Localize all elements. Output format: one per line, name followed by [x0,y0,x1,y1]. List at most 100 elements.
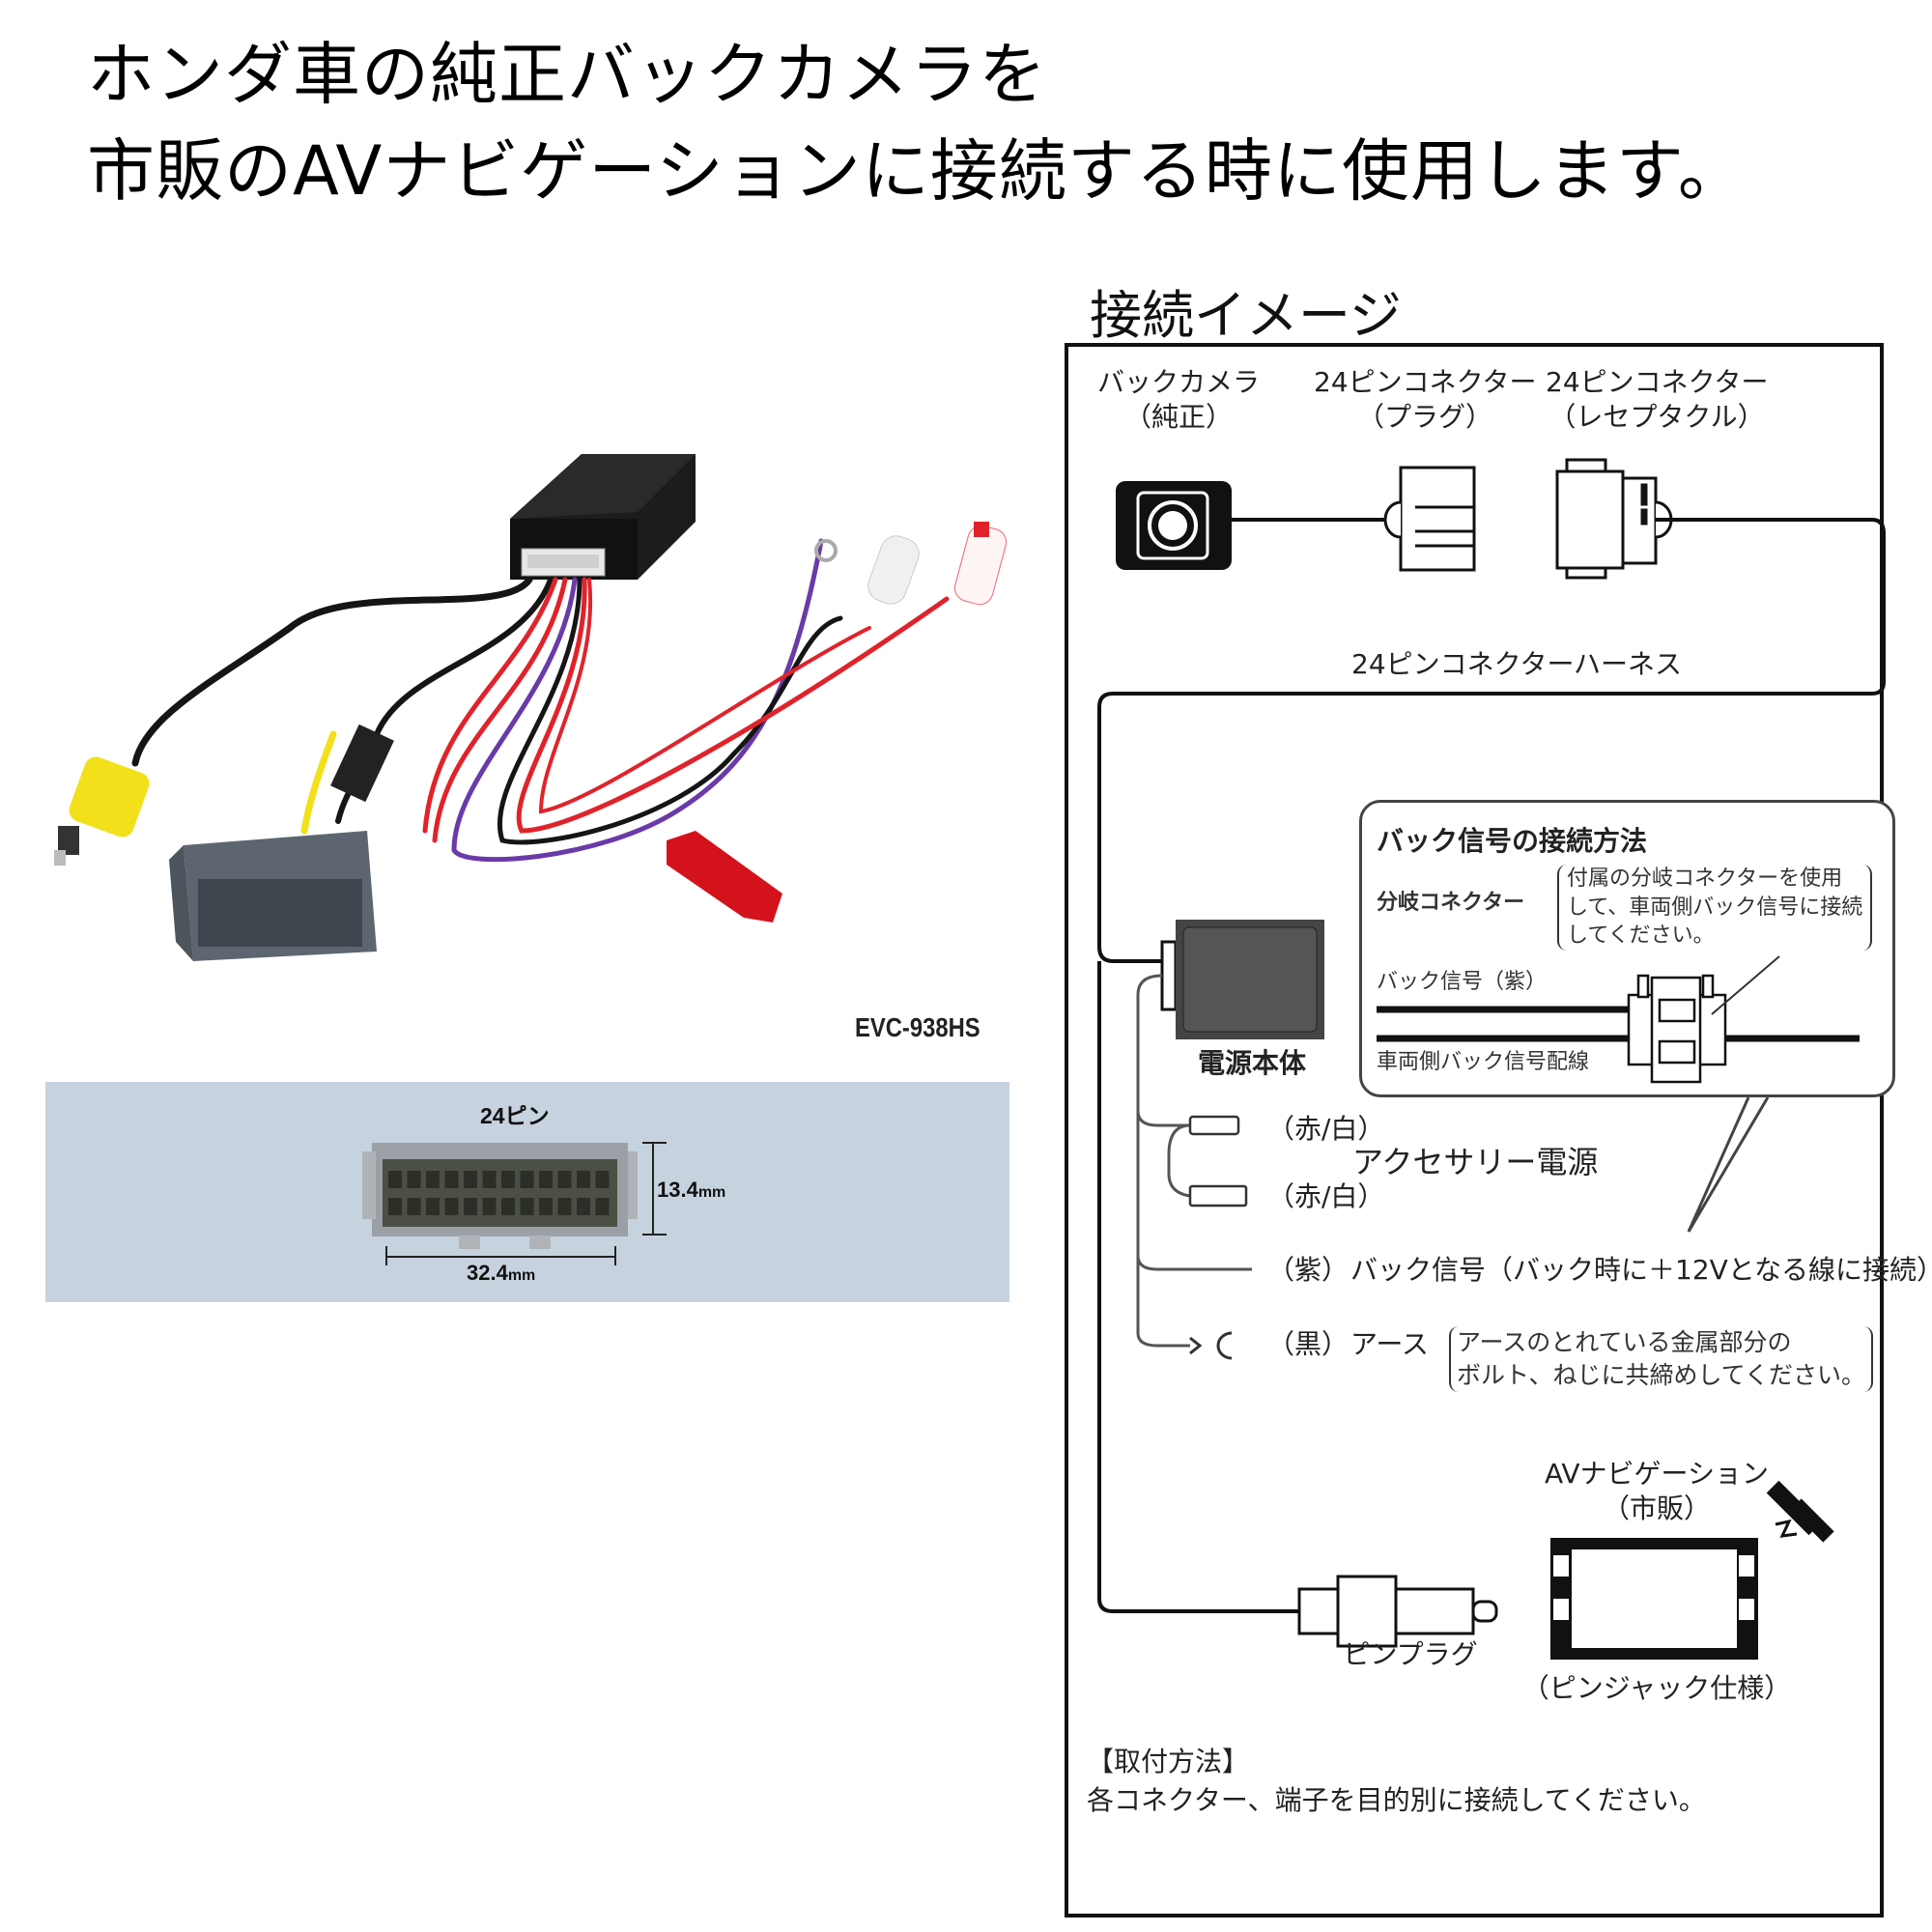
navigation-spec: （ピンジャック仕様） [1521,1672,1792,1704]
navigation-label: AVナビゲーション （市販） [1536,1457,1777,1527]
connector-pin [557,1171,572,1188]
branch-note-line-3: してください。 [1567,923,1715,949]
branch-connector-label: 分岐コネクター [1377,891,1525,915]
male-terminal-icon [1188,1184,1248,1208]
plug-connector-name: 24ピンコネクター [1314,366,1537,398]
height-value: 13.4 [657,1178,698,1202]
wire-black-color: （黒） [1267,1328,1350,1360]
connector-pin [426,1198,440,1215]
branch-connector-icon [1627,974,1727,1084]
branch-note-line-2: して、車両側バック信号に接続 [1567,895,1863,920]
connector-pin [577,1171,590,1188]
wire-bottom-label: 車両側バック信号配線 [1377,1050,1590,1074]
branch-cables [1097,961,1299,1613]
plug-connector-label: 24ピンコネクター （プラグ） [1314,365,1537,436]
connector-pin [444,1171,459,1188]
branch-connector-note: 付属の分岐コネクターを使用 して、車両側バック信号に接続 してください。 [1557,865,1873,952]
model-number: EVC-938HS [855,1012,980,1042]
connector-pin [464,1198,477,1215]
wire-purple-color: （紫） [1267,1254,1350,1286]
install-text: 各コネクター、端子を目的別に接続してください。 [1087,1784,1706,1816]
heading-line-2: 市販のAVナビゲーションに接続する時に使用します。 [87,131,1747,211]
harness-label: 24ピンコネクターハーネス [1351,648,1682,680]
wire-top-label: バック信号（紫） [1377,970,1548,994]
wire-acc-1-color: （赤/白） [1267,1113,1385,1145]
width-unit: mm [507,1267,536,1284]
connector-pin [595,1198,610,1215]
connector-pin [520,1171,534,1188]
accessory-power-label: アクセサリー電源 [1352,1144,1599,1180]
connector-pin-rows [388,1171,610,1215]
splice-connector-photo [667,831,782,923]
connector-pin [444,1198,459,1215]
connector-pin [388,1198,402,1215]
back-camera-icon [1116,481,1232,570]
connector-pin [520,1198,534,1215]
wire-acc-2-color: （赤/白） [1267,1180,1385,1212]
back-camera-label: バックカメラ （純正） [1082,365,1275,436]
connector-pin [557,1198,572,1215]
product-photo [54,454,1008,961]
plug-connector-icon [1383,466,1476,572]
inset-title: バック信号の接続方法 [1377,825,1648,857]
connector-pin [482,1171,497,1188]
ground-terminal-icon [1189,1331,1233,1360]
connector-pin [407,1171,421,1188]
diagram-title: 接続イメージ [1090,285,1402,346]
connector-pin [595,1171,610,1188]
width-value: 32.4 [467,1261,508,1285]
wire-black-description: アース [1350,1328,1429,1360]
rca-plug-photo [54,756,150,866]
branch-note-line-1: 付属の分岐コネクターを使用 [1567,867,1843,891]
width-dimension-line [385,1246,616,1265]
satellite-icon [1766,1480,1834,1543]
back-signal-inset [1359,800,1895,1097]
terminals-photo [814,522,1008,606]
ground-note: アースのとれている金属部分の ボルト、ねじに共締めしてください。 [1449,1326,1874,1392]
width-dimension: 32.4mm [467,1261,535,1286]
connector-pin [388,1171,402,1188]
ground-note-line-2: ボルト、ねじに共締めしてください。 [1457,1360,1866,1389]
connection-diagram [1065,343,1884,1918]
wire-purple-description: バック信号（バック時に＋12Vとなる線に接続） [1350,1254,1932,1286]
main-unit-label: 電源本体 [1197,1047,1306,1079]
plug-connector-sub: （プラグ） [1356,401,1492,434]
harness-cable [1097,518,1886,963]
heat-shrink [330,724,394,803]
connector-pin [539,1198,553,1215]
connector-pin [501,1198,515,1215]
connector-pin [577,1198,590,1215]
navigation-sub: （市販） [1602,1492,1711,1525]
receptacle-connector-sub: （レセプタクル） [1548,401,1765,434]
connector-pin [501,1171,515,1188]
height-dimension: 13.4mm [657,1178,725,1203]
navigation-name: AVナビゲーション [1545,1458,1769,1490]
power-unit-photo [510,454,696,580]
rca-plug-icon [1297,1575,1498,1648]
back-camera-name: バックカメラ [1096,366,1260,398]
install-heading: 【取付方法】 [1087,1746,1250,1777]
heading-line-1: ホンダ車の純正バックカメラを [87,35,1047,114]
height-unit: mm [697,1184,726,1201]
receptacle-connector-label: 24ピンコネクター （レセプタクル） [1546,365,1769,436]
pin-plug-label: ピンプラグ [1343,1638,1478,1670]
connector-pin [539,1171,553,1188]
back-camera-sub: （純正） [1123,401,1233,434]
connector-front-view [362,1143,638,1249]
connector-pin [482,1198,497,1215]
female-terminal-icon [1188,1115,1240,1136]
receptacle-connector-name: 24ピンコネクター [1546,366,1769,398]
main-unit-icon [1160,920,1324,1039]
pin-count-label: 24ピン [480,1103,550,1128]
ground-note-line-1: アースのとれている金属部分の [1457,1328,1792,1356]
navigation-screen-icon [1550,1538,1758,1660]
connector-photo [169,831,377,961]
height-dimension-line [642,1142,667,1236]
connector-pin [426,1171,440,1188]
harness-wires [131,538,950,863]
connector-dimension-drawing [362,1142,667,1265]
callout-pointer [1687,1096,1770,1233]
connector-pin [464,1171,477,1188]
